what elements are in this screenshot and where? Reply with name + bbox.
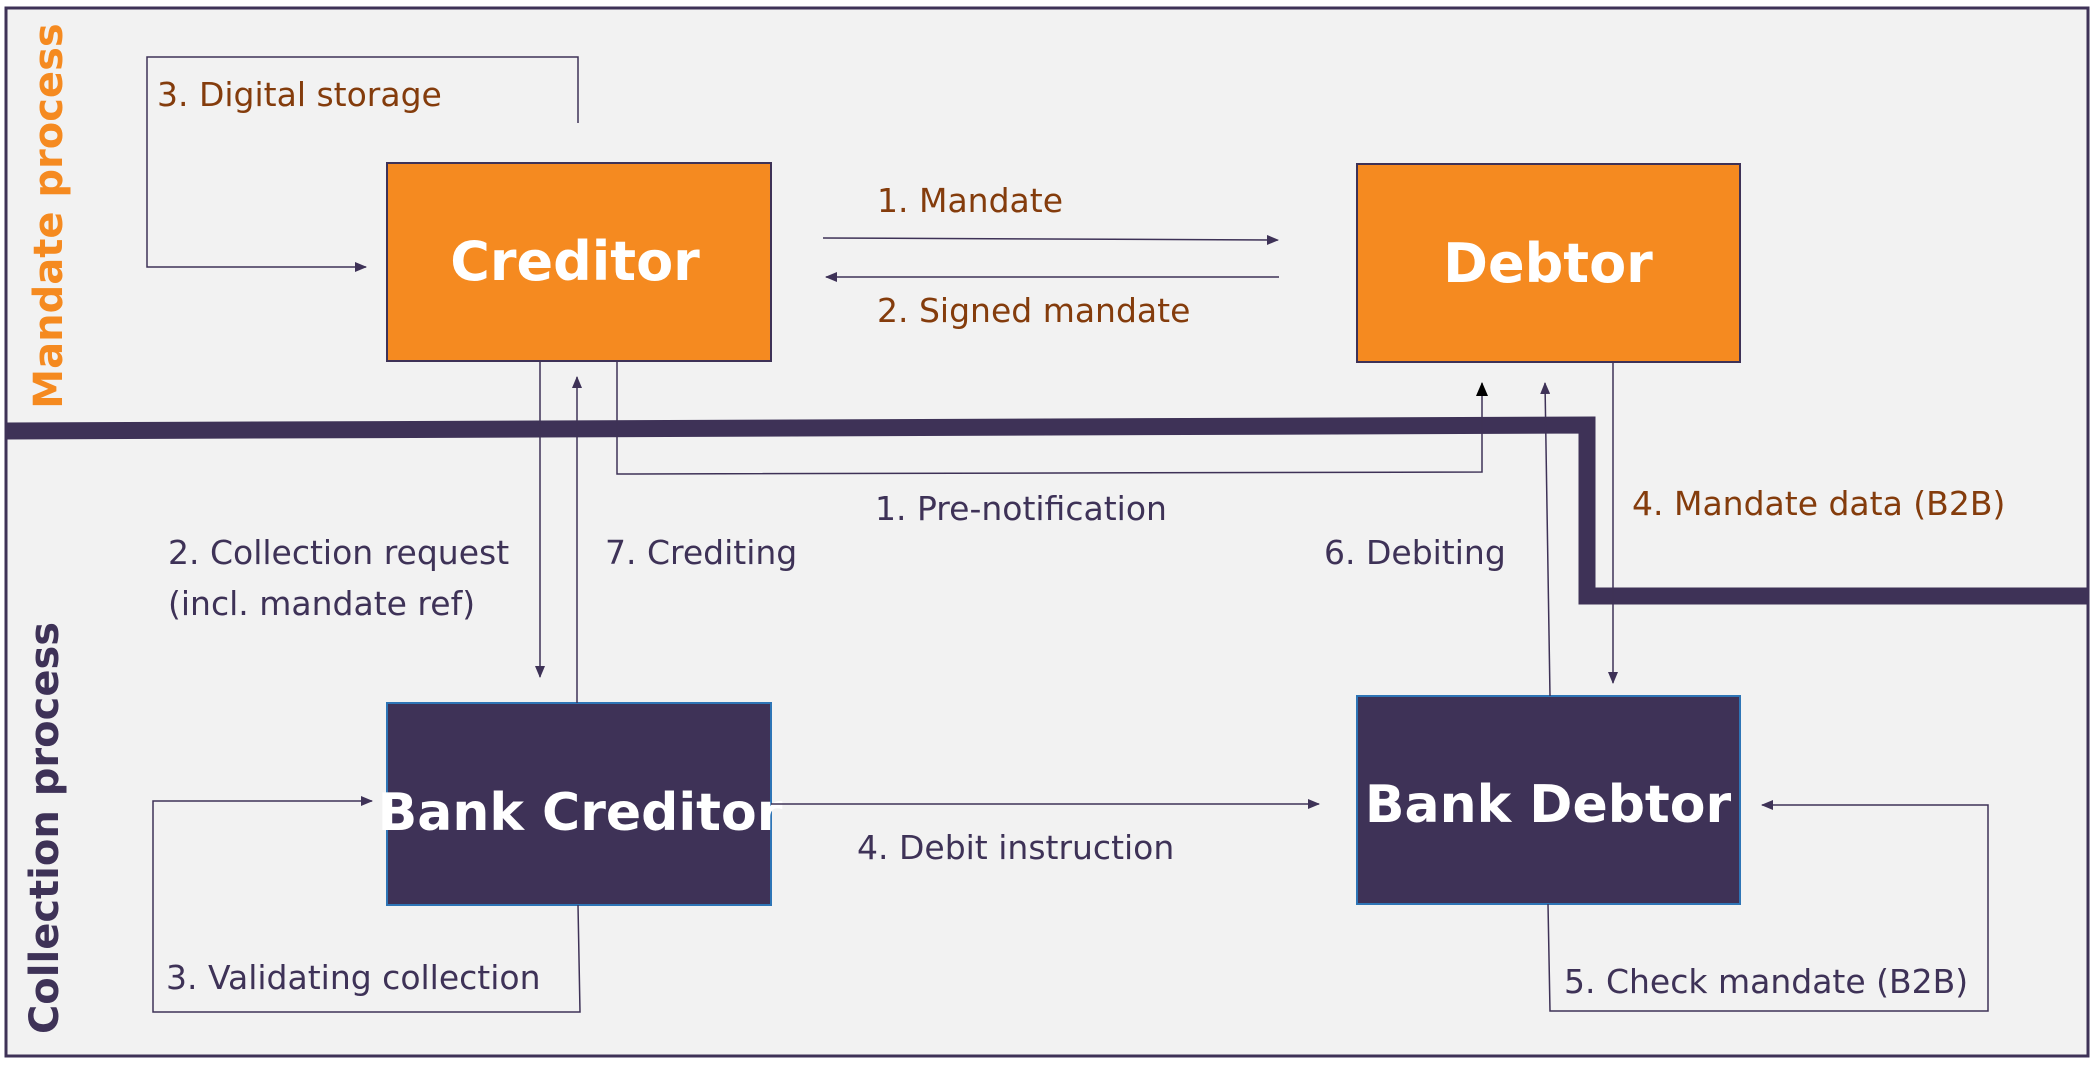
mandate-label: 1. Mandate [877, 181, 1063, 220]
debtor-box: Debtor [1356, 163, 1741, 363]
debtor-label: Debtor [1443, 232, 1653, 295]
pre-notification-arrow [616, 362, 1488, 475]
check-mandate-loop-arrow [1547, 800, 1989, 1012]
debit-instruction-label: 4. Debit instruction [857, 828, 1174, 867]
lane-label-collection: Collection process [22, 622, 68, 1034]
check-mandate-label: 5. Check mandate (B2B) [1564, 962, 1968, 1001]
bank-debtor-label: Bank Debtor [1365, 775, 1732, 835]
crediting-label: 7. Crediting [605, 533, 797, 572]
process-separator [5, 416, 2088, 605]
debiting-arrow [1540, 382, 1551, 697]
creditor-label: Creditor [450, 230, 700, 293]
debiting-label: 6. Debiting [1324, 533, 1506, 572]
mandate-data-label: 4. Mandate data (B2B) [1632, 484, 2005, 523]
bank-debtor-box: Bank Debtor [1356, 695, 1741, 905]
validating-collection-loop-arrow [152, 796, 581, 1013]
creditor-box: Creditor [386, 162, 772, 362]
bank-creditor-box: Bank Creditor [378, 702, 783, 906]
mandate-arrow [822, 234, 1279, 245]
bank-creditor-label: Bank Creditor [378, 783, 783, 843]
diagram-frame [4, 6, 2090, 1058]
digital-storage-label: 3. Digital storage [157, 75, 442, 114]
collection-request-label-line2: (incl. mandate ref) [168, 584, 475, 623]
lane-label-mandate: Mandate process [26, 23, 72, 408]
digital-storage-loop-arrow [146, 56, 579, 272]
pre-notification-label: 1. Pre-notification [875, 489, 1167, 528]
collection-request-label-line1: 2. Collection request [168, 533, 509, 572]
signed-mandate-label: 2. Signed mandate [877, 291, 1190, 330]
validating-collection-label: 3. Validating collection [166, 958, 541, 997]
